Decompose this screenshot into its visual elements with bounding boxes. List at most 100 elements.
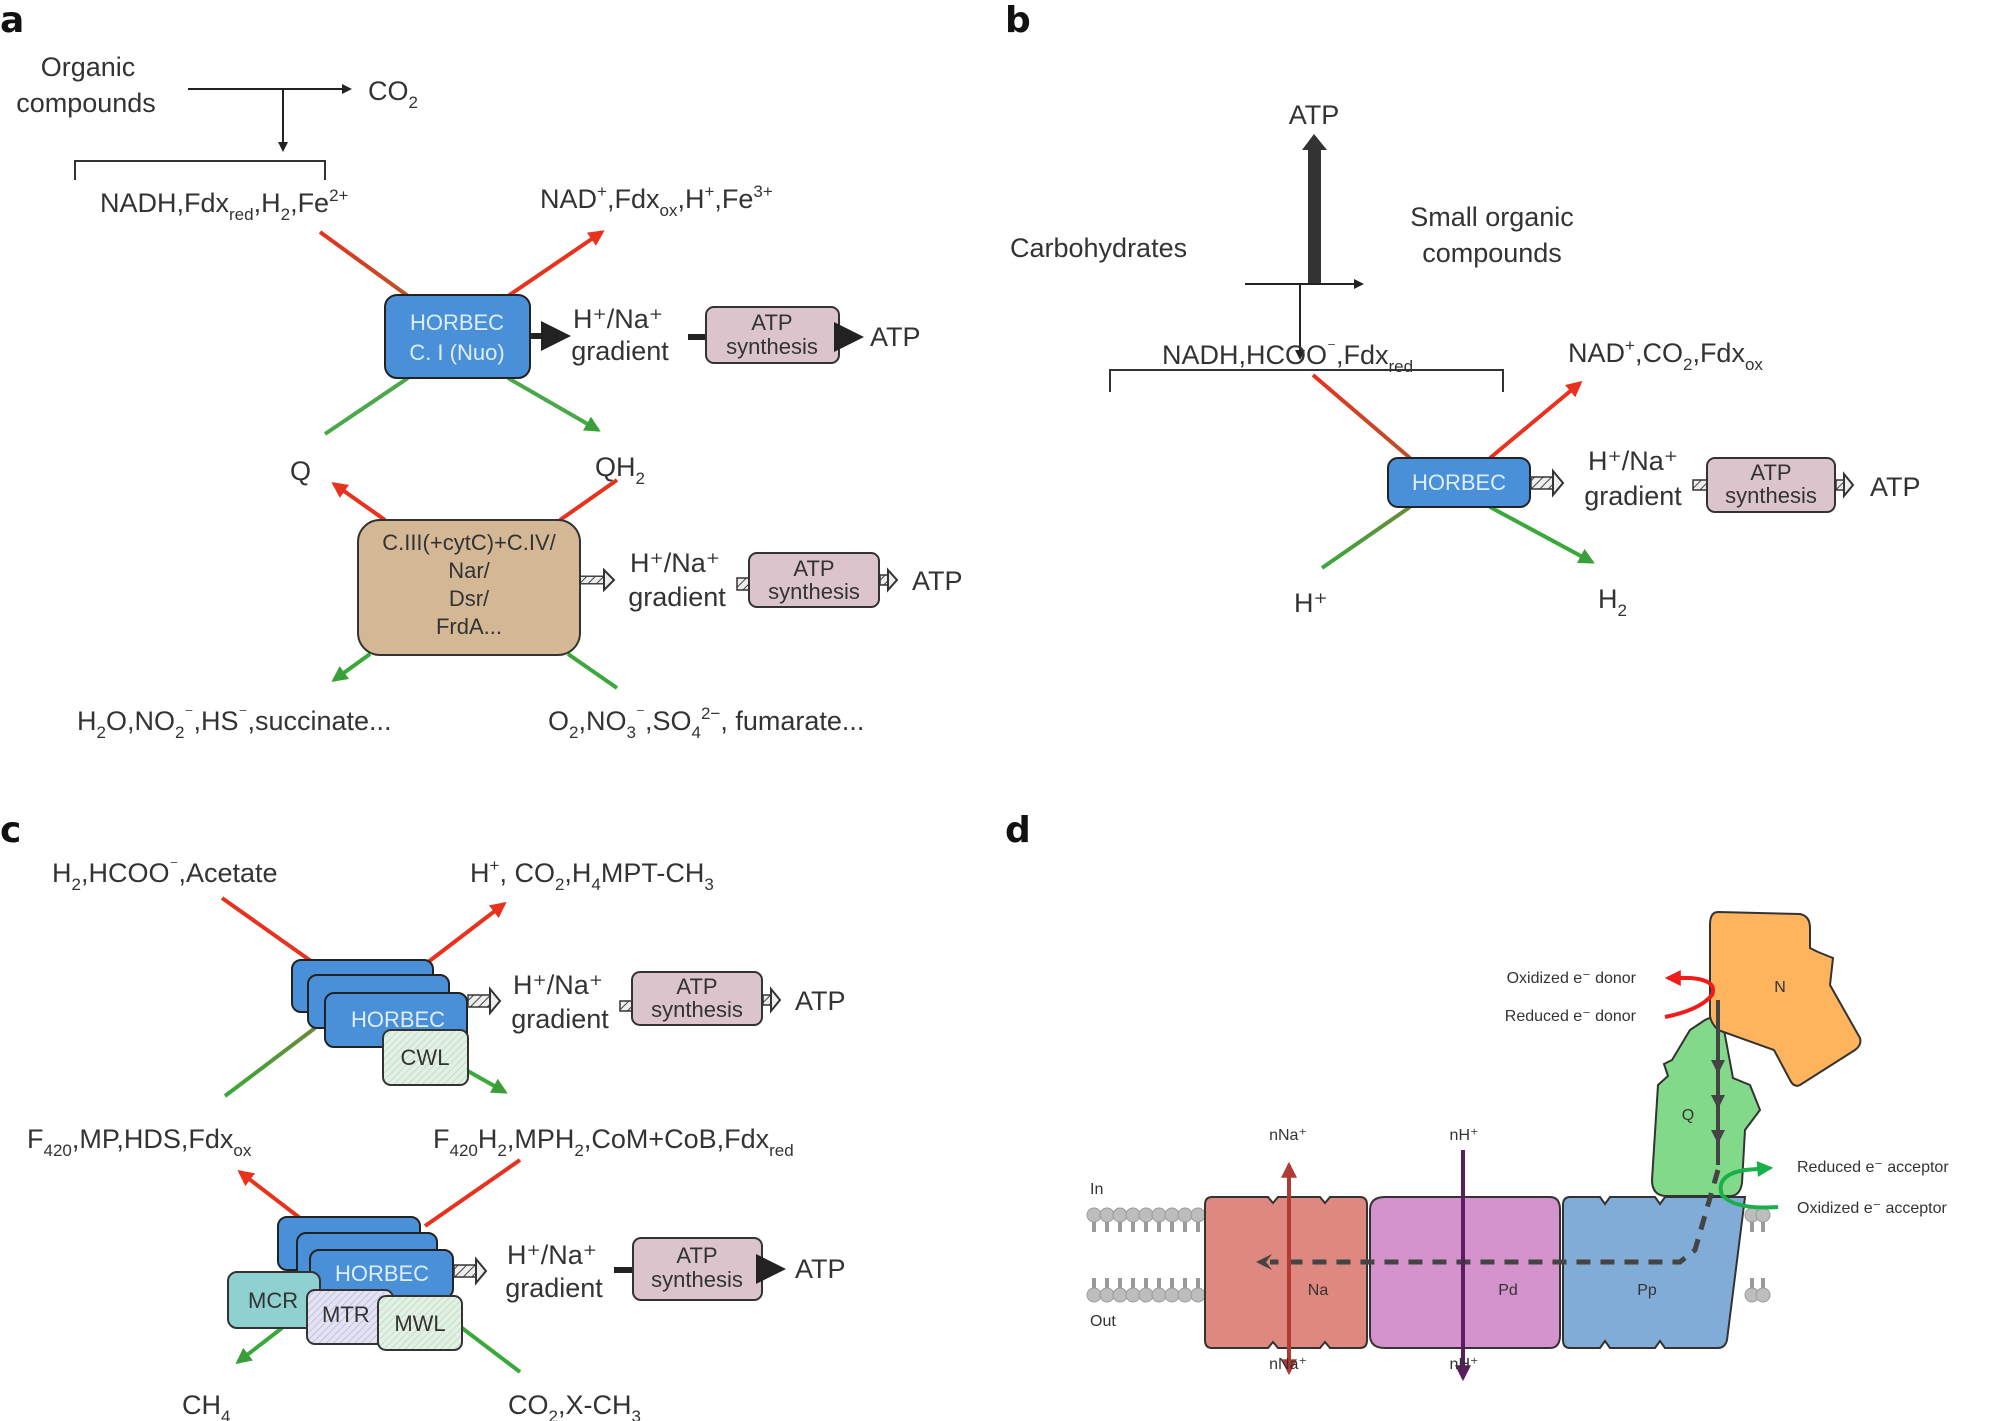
- gradient-c2-line1: H⁺/Na⁺: [507, 1240, 597, 1270]
- formula-part: ox: [659, 201, 677, 220]
- hatched-arrow-head-b2: [1843, 471, 1855, 499]
- thick-atp-arrow-shaft: [1308, 150, 1321, 284]
- membrane-out-label: Out: [1090, 1313, 1116, 1330]
- formula-part: 2+: [329, 186, 348, 205]
- reduced-donor-label: Reduced e⁻ donor: [1505, 1008, 1637, 1025]
- atp-output: ATP: [870, 322, 921, 352]
- hatched-arrow-c1b: [762, 994, 772, 1006]
- formula-part: MPT-CH: [601, 858, 705, 888]
- atp-synthesis-box-2: [748, 552, 880, 608]
- complex-line-4: FrdA...: [436, 614, 502, 639]
- formula-part: ,H: [564, 858, 591, 888]
- atp-top-label: ATP: [1289, 100, 1340, 130]
- formula-part: ox: [1745, 355, 1763, 374]
- formula-part: ,succinate...: [247, 706, 391, 736]
- organic-compounds-line2: compounds: [16, 88, 156, 118]
- formula-part: ,H: [677, 184, 704, 214]
- red-quinone-arrow: [331, 482, 387, 522]
- donor-bracket: [74, 160, 326, 180]
- formula-part: ox: [233, 1141, 251, 1160]
- complex-i-label: C. I (Nuo): [409, 340, 504, 365]
- green-acceptor-line-2: [566, 652, 619, 690]
- formula-part: ⁻: [238, 704, 247, 723]
- hatched-connector: [736, 577, 750, 591]
- n-module: [1709, 910, 1862, 1087]
- formula-part: 420: [44, 1141, 72, 1160]
- atp-output-2: ATP: [912, 566, 963, 596]
- formula-part: ,CO: [1635, 338, 1683, 368]
- h-top-label: nH⁺: [1450, 1127, 1479, 1144]
- atp-output-c1: ATP: [795, 986, 846, 1016]
- formula-part: 2: [175, 723, 184, 742]
- atp-synthesis-box-c1: [631, 971, 763, 1026]
- n-module-label: N: [1774, 979, 1786, 996]
- formula-part: 3: [627, 723, 636, 742]
- formula-part: 2: [72, 875, 81, 894]
- lipid-head: [1177, 1207, 1193, 1223]
- hatched-arrow-b: [1530, 476, 1554, 490]
- formula-part: 2: [497, 1141, 506, 1160]
- red-product-arrow-c1: [421, 902, 507, 968]
- horbec-complex-i-box: [384, 294, 531, 379]
- lipid-head: [1151, 1287, 1167, 1303]
- na-module-label: Na: [1308, 1282, 1329, 1299]
- panel-label-b: b: [1005, 0, 1031, 41]
- complex-line-1: C.III(+cytC)+C.IV/: [382, 530, 556, 555]
- horbec-label: HORBEC: [410, 310, 504, 335]
- gradient-b-line2: gradient: [1584, 481, 1682, 511]
- formula-part: F: [433, 1124, 450, 1154]
- formula-part: , CO: [499, 858, 555, 888]
- co2-label: CO2: [368, 76, 418, 112]
- formula-part: ,MP,HDS,Fdx: [72, 1124, 234, 1154]
- red-arrow-c2: [237, 1170, 302, 1220]
- formula-part: ⁻: [184, 704, 193, 723]
- formula-part: ,NO: [578, 706, 626, 736]
- thick-atp-arrow-head: [1302, 134, 1327, 150]
- formula-part: O: [548, 706, 569, 736]
- proton-label-b: H⁺: [1294, 588, 1328, 618]
- formula-part: ,Fdx: [607, 184, 660, 214]
- reduced-acceptor-label: Reduced e⁻ acceptor: [1797, 1159, 1949, 1176]
- formula-part: O,NO: [106, 706, 175, 736]
- formula-part: CO: [508, 1390, 549, 1420]
- formula-part: +: [1625, 336, 1635, 355]
- gradient-b-line1: H⁺/Na⁺: [1588, 446, 1678, 476]
- pd-module-label: Pd: [1498, 1282, 1518, 1299]
- panel-a: a Organic compounds CO2 NADH,Fdxred,H2,F…: [0, 0, 963, 742]
- formula-part: ,HS: [193, 706, 238, 736]
- electron-arrowhead-2: [1711, 1095, 1725, 1109]
- formula-part: +: [597, 182, 607, 201]
- formula-part: ,MPH: [507, 1124, 575, 1154]
- lipid-head: [1164, 1287, 1180, 1303]
- formula-part: red: [229, 205, 254, 224]
- green-acceptor-line: [323, 376, 410, 436]
- organic-compounds-line1: Organic: [41, 52, 136, 82]
- donor-list-b: NADH,HCOO⁻,Fdxred: [1162, 338, 1413, 376]
- atp-synthesis-c2-line2: synthesis: [651, 1267, 743, 1292]
- formula-part: H: [478, 1124, 498, 1154]
- formula-part: H: [470, 858, 490, 888]
- acceptor-list-a: O2,NO3⁻,SO42−, fumarate...: [548, 704, 864, 742]
- pp-module: [1562, 1196, 1747, 1349]
- cwl-box: [382, 1029, 469, 1086]
- formula-part: ⁻: [169, 856, 178, 875]
- green-line-c1: [223, 1026, 317, 1098]
- reduced-products-list: H2O,NO2⁻,HS⁻,succinate...: [77, 704, 392, 742]
- gradient-c2-line2: gradient: [505, 1273, 603, 1303]
- electron-arrowhead-3: [1711, 1130, 1725, 1144]
- horbec-label-c2: HORBEC: [335, 1261, 429, 1286]
- formula-part: ,Fdx: [1692, 338, 1745, 368]
- formula-part: 2: [281, 205, 290, 224]
- red-oxidized-arrow-b: [1488, 380, 1583, 460]
- formula-part: 3: [704, 875, 713, 894]
- pp-module-label: Pp: [1637, 1282, 1657, 1299]
- hatched-arrow-shaft-2: [879, 574, 889, 586]
- red-donor-line-b: [1311, 373, 1412, 460]
- atp-synthesis-2-line2: synthesis: [768, 579, 860, 604]
- green-acceptor-line-b: [1320, 505, 1412, 570]
- atp-output-b: ATP: [1870, 472, 1921, 502]
- gradient-c1-line2: gradient: [511, 1004, 609, 1034]
- formula-part: H: [52, 858, 72, 888]
- hatched-arrow-head-b: [1552, 468, 1565, 498]
